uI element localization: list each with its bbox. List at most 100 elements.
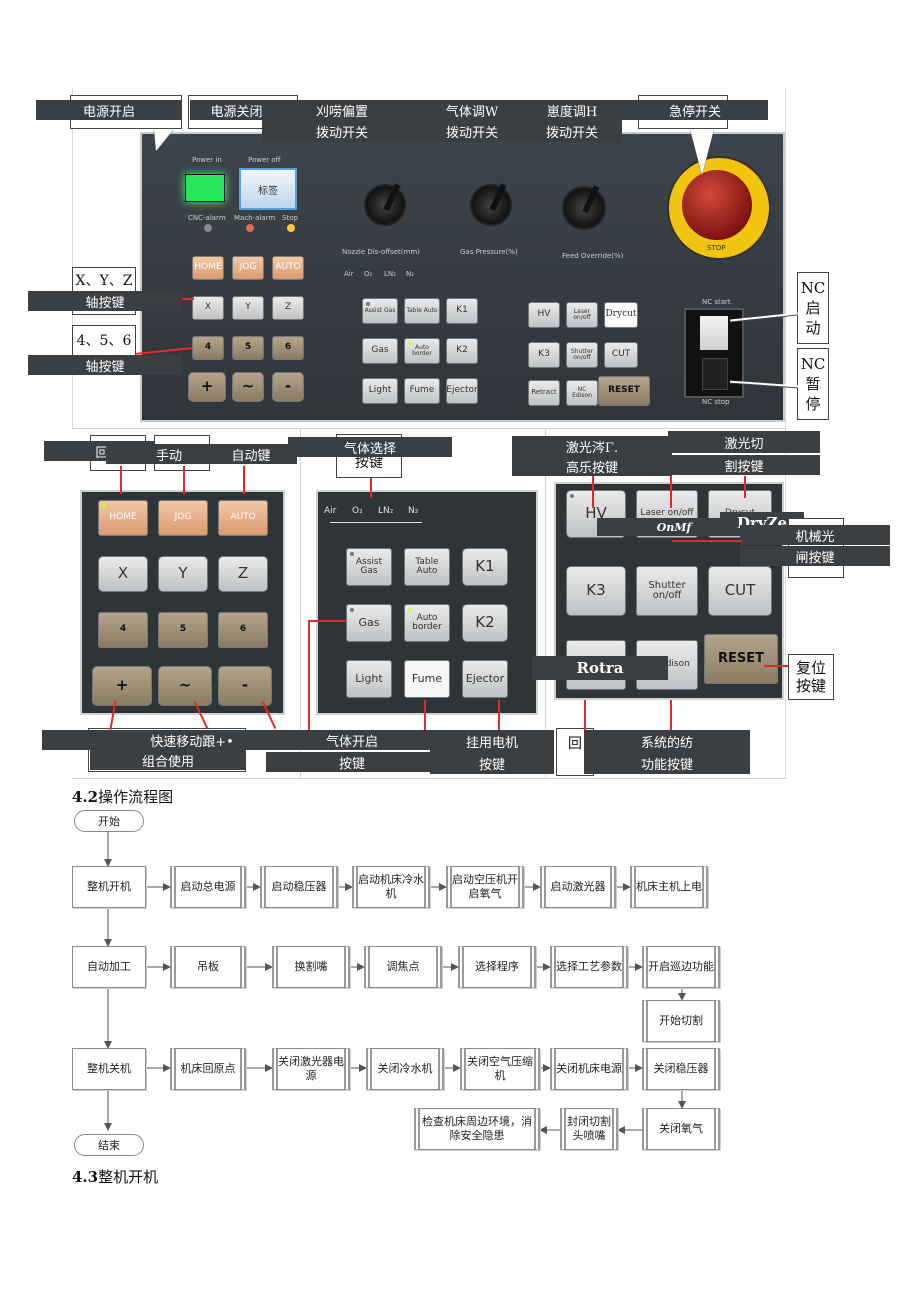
laser-high-callout-1: 激光涔Γ. (512, 436, 672, 456)
y-key[interactable]: Y (232, 296, 264, 320)
estop-text: STOP (707, 244, 725, 252)
flow-r2-step1: 吊板 (170, 946, 246, 988)
nc-edison-key[interactable]: NC Edison (566, 380, 598, 406)
power-off-label: Power off (248, 156, 281, 164)
nc-start-line-1: NC (801, 278, 826, 298)
detail-cut-key[interactable]: CUT (708, 566, 772, 616)
detail-k3-key[interactable]: K3 (566, 566, 626, 616)
detail-4-key[interactable]: 4 (98, 612, 148, 648)
jog-key[interactable]: JOG (232, 256, 264, 280)
light-key[interactable]: Light (362, 378, 398, 404)
nozzle-offset-callout-1: 刈唠偏置 (262, 100, 422, 120)
flow-r2-step2: 换割嘴 (272, 946, 350, 988)
detail-auto-border-key[interactable]: Auto border (404, 604, 450, 642)
fume-key[interactable]: Fume (404, 378, 440, 404)
k2-key[interactable]: K2 (446, 338, 478, 364)
rapid-key[interactable]: ~ (232, 372, 264, 402)
minus-key[interactable]: - (272, 372, 304, 402)
flow-r2-step6: 开启巡边功能 (642, 946, 720, 988)
power-in-button[interactable] (185, 174, 225, 202)
auto-key[interactable]: AUTO (272, 256, 304, 280)
laser-onoff-key[interactable]: Laser on/off (566, 302, 598, 328)
stop-label: Stop (282, 214, 298, 222)
retract-key[interactable]: Retract (528, 380, 560, 406)
detail-minus-key[interactable]: - (218, 666, 272, 706)
flow-r3-step6: 关闭稳压器 (642, 1048, 720, 1090)
detail-shutter-key[interactable]: Shutter on/off (636, 566, 698, 616)
detail-reset-key[interactable]: RESET (704, 634, 778, 684)
mode-keys-panel: HOME JOG AUTO X Y Z 4 5 6 + ~ - (80, 490, 285, 715)
flow-power-off: 整机关机 (72, 1048, 146, 1090)
detail-assist-gas-key[interactable]: Assist Gas (346, 548, 392, 586)
mach-alarm-lamp (246, 224, 254, 232)
reset-key[interactable]: RESET (598, 376, 650, 406)
detail-y-key[interactable]: Y (158, 556, 208, 592)
detail-k1-key[interactable]: K1 (462, 548, 508, 586)
mech-shutter-callout-2: 闸按键 (740, 546, 890, 566)
detail-plus-key[interactable]: + (92, 666, 152, 706)
nozzle-offset-callout-2: 拨动开关 (262, 120, 422, 142)
gas-pressure-knob[interactable] (470, 184, 512, 226)
nc-start-button[interactable] (700, 316, 728, 350)
power-off-button[interactable]: 标签 (239, 168, 297, 210)
gas-open-callout-1: 气体开启 (266, 730, 438, 750)
axis4-key[interactable]: 4 (192, 336, 224, 360)
hv-key[interactable]: HV (528, 302, 560, 328)
home-key[interactable]: HOME (192, 256, 224, 280)
drycut-arrow (744, 476, 746, 498)
nozzle-offset-knob[interactable] (364, 184, 406, 226)
detail-6-key[interactable]: 6 (218, 612, 268, 648)
gas-keys-panel: Air O₂ LN₂ N₂ Assist Gas Table Auto K1 G… (316, 490, 538, 715)
gas-key[interactable]: Gas (362, 338, 398, 364)
xyz-axis-callout: 轴按键 (28, 291, 182, 311)
detail-gas-key[interactable]: Gas (346, 604, 392, 642)
detail-frame-mid1 (300, 428, 301, 778)
detail-table-auto-key[interactable]: Table Auto (404, 548, 450, 586)
flow-r1-step6: 机床主机上电 (630, 866, 708, 908)
flow-r2-step3: 调焦点 (364, 946, 442, 988)
auto-callout: 自动键 (205, 444, 297, 464)
emergency-stop-button[interactable] (682, 170, 752, 240)
axis6-key[interactable]: 6 (272, 336, 304, 360)
gas-indicator-o2: O₂ (364, 270, 372, 278)
nc-pause-line-1: NC (801, 354, 826, 374)
exhaust-motor-callout-1: 挂用电机 (430, 730, 554, 752)
gas-adjust-callout-1: 气体调W (422, 100, 522, 120)
feed-override-knob[interactable] (562, 186, 606, 230)
shutter-key[interactable]: Shutter on/off (566, 342, 598, 368)
reset-arrow (764, 665, 788, 667)
cut-key[interactable]: CUT (604, 342, 638, 368)
jog-arrow (183, 466, 185, 494)
detail-k2-key[interactable]: K2 (462, 604, 508, 642)
gas-scale-label: Gas Pressure(%) (460, 248, 518, 256)
assist-gas-key[interactable]: Assist Gas (362, 298, 398, 324)
laser-high-arrow (592, 476, 594, 508)
retract-arrow (584, 700, 586, 730)
detail-home-key[interactable]: HOME (98, 500, 148, 536)
detail-auto-key[interactable]: AUTO (218, 500, 268, 536)
power-on-callout: 电源开启 (36, 100, 182, 120)
detail-rapid-key[interactable]: ~ (158, 666, 212, 706)
detail-5-key[interactable]: 5 (158, 612, 208, 648)
k3-key[interactable]: K3 (528, 342, 560, 368)
system-func-callout-1: 系统的纺 (584, 730, 750, 752)
x-key[interactable]: X (192, 296, 224, 320)
detail-jog-key[interactable]: JOG (158, 500, 208, 536)
table-auto-key[interactable]: Table Auto (404, 298, 440, 324)
z-key[interactable]: Z (272, 296, 304, 320)
reset-line-2: 按键 (796, 677, 826, 695)
flow-r3-step5: 关闭机床电源 (550, 1048, 628, 1090)
detail-light-key[interactable]: Light (346, 660, 392, 698)
axis5-key[interactable]: 5 (232, 336, 264, 360)
plus-key[interactable]: + (188, 372, 226, 402)
detail-x-key[interactable]: X (98, 556, 148, 592)
k1-key[interactable]: K1 (446, 298, 478, 324)
mech-shutter-arrow (672, 540, 742, 542)
nc-stop-button[interactable] (702, 358, 728, 390)
auto-border-key[interactable]: Auto border (404, 338, 440, 364)
detail-z-key[interactable]: Z (218, 556, 268, 592)
detail-ejector-key[interactable]: Ejector (462, 660, 508, 698)
drycut-key[interactable]: Drycut (604, 302, 638, 328)
detail-fume-key[interactable]: Fume (404, 660, 450, 698)
ejector-key[interactable]: Ejector (446, 378, 478, 404)
